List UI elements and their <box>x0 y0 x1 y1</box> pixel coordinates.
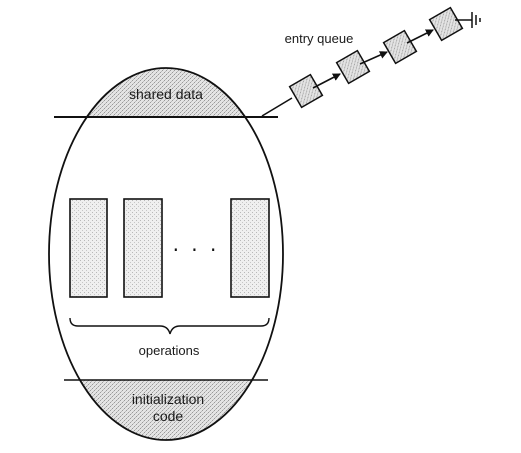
queue-arrow <box>359 51 388 65</box>
operation-box <box>123 198 163 298</box>
queue-arrow <box>312 73 341 89</box>
null-terminator-icon <box>455 12 481 28</box>
operation-box <box>69 198 108 298</box>
shared-data-label: shared data <box>129 86 203 102</box>
queue-node <box>335 49 371 85</box>
operations-label: operations <box>139 343 200 358</box>
initialization-label: initialization <box>132 391 204 407</box>
queue-connector <box>261 97 293 117</box>
queue-node <box>288 73 324 109</box>
monitor-ellipse <box>48 67 284 441</box>
operations-brace <box>69 317 270 335</box>
ellipsis: · · · <box>173 238 220 262</box>
entry-queue-label: entry queue <box>285 31 354 46</box>
queue-arrow <box>406 29 434 44</box>
queue-node <box>428 6 464 42</box>
code-label: code <box>153 408 184 424</box>
operation-box <box>230 198 270 298</box>
operation-boxes <box>69 198 270 298</box>
queue-node <box>382 29 418 65</box>
entry-queue <box>288 6 464 109</box>
